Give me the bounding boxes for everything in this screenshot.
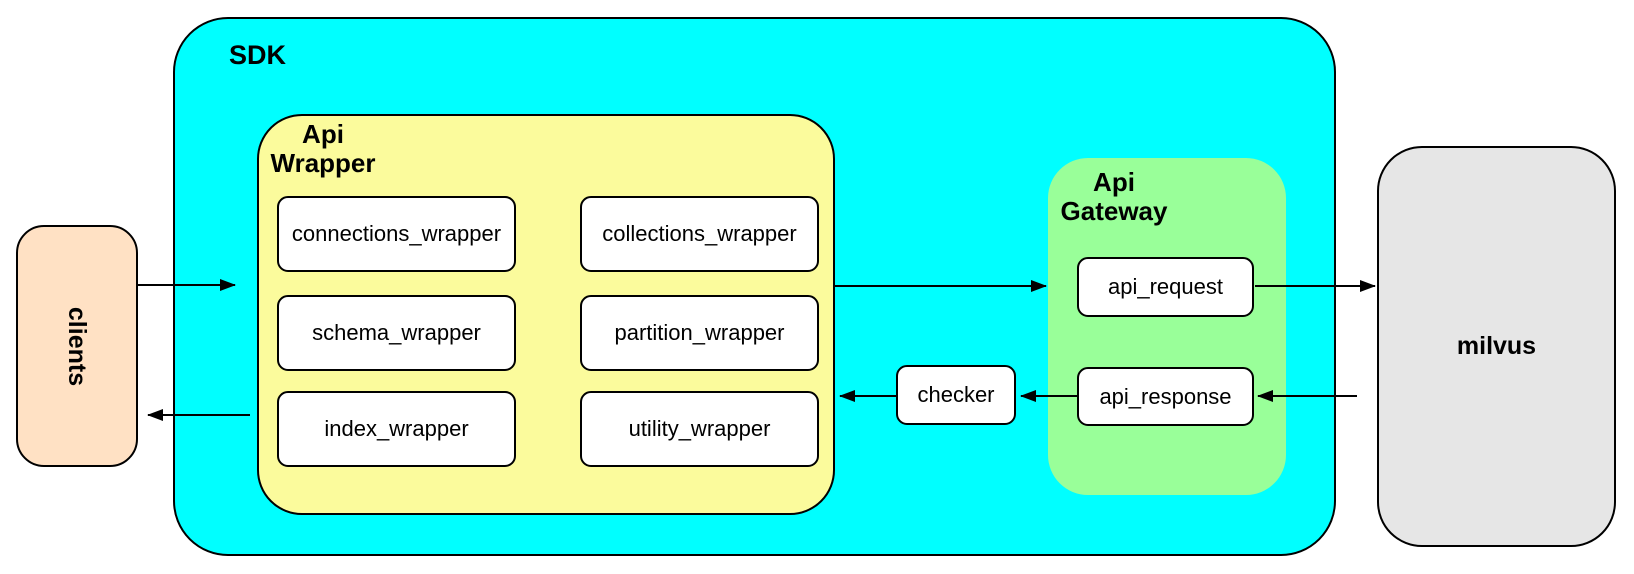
wrapper-box-utility-label: utility_wrapper (628, 416, 771, 441)
clients-box: clients (16, 225, 138, 467)
wrapper-box-connections-label: connections_wrapper (291, 221, 502, 246)
api-wrapper-label-line2: Wrapper (270, 148, 376, 178)
wrapper-box-utility: utility_wrapper (580, 391, 819, 467)
wrapper-box-schema: schema_wrapper (277, 295, 516, 371)
wrapper-box-partition-label: partition_wrapper (614, 320, 785, 345)
wrapper-box-partition: partition_wrapper (580, 295, 819, 371)
api-wrapper-label-line1: Api (302, 119, 344, 149)
sdk-label: SDK (229, 40, 287, 70)
clients-label: clients (63, 306, 92, 386)
api-gateway-label: Api Gateway (1058, 168, 1170, 226)
api-request-label: api_request (1108, 274, 1223, 299)
api-response-label: api_response (1099, 383, 1232, 409)
wrapper-box-index: index_wrapper (277, 391, 516, 467)
wrapper-box-collections-label: collections_wrapper (602, 221, 797, 246)
wrapper-box-connections: connections_wrapper (277, 196, 516, 272)
api-request-box: api_request (1077, 257, 1254, 317)
checker-box: checker (896, 365, 1016, 425)
api-response-box: api_response (1077, 367, 1254, 426)
api-wrapper-container: Api Wrapper connections_wrapper collecti… (257, 114, 835, 515)
api-gateway-container: Api Gateway api_request api_response (1048, 158, 1286, 495)
wrapper-box-collections: collections_wrapper (580, 196, 819, 272)
api-gateway-label-line2: Gateway (1060, 196, 1168, 226)
wrapper-box-schema-label: schema_wrapper (312, 320, 481, 345)
checker-label: checker (917, 382, 995, 407)
api-gateway-label-line1: Api (1093, 167, 1135, 197)
milvus-box: milvus (1377, 146, 1616, 547)
milvus-label: milvus (1456, 332, 1537, 360)
api-wrapper-label: Api Wrapper (267, 120, 379, 178)
wrapper-box-index-label: index_wrapper (324, 416, 469, 441)
